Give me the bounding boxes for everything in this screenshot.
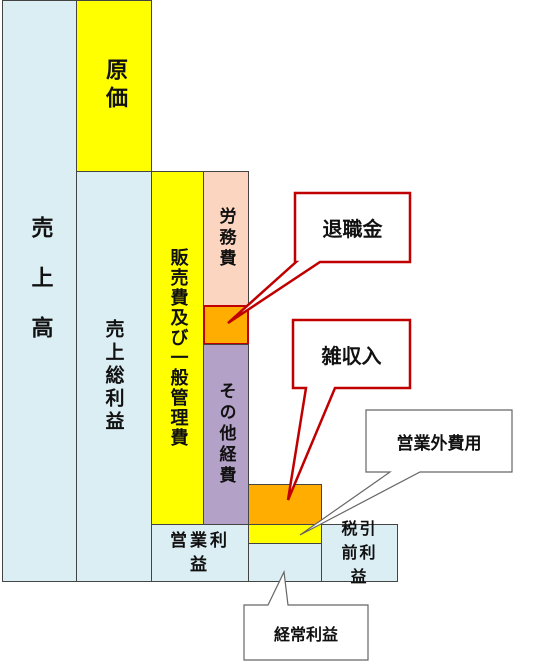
other-expenses-label: その他経費	[215, 382, 236, 487]
labor-label: 労務費	[215, 207, 236, 270]
other-expenses-block: その他経費	[203, 344, 249, 525]
nonop-expense-callout-label: 営業外費用	[396, 433, 482, 454]
retirement-callout-shape	[227, 191, 412, 325]
ordinary-profit-callout-label: 経常利益	[273, 624, 338, 644]
operating-profit-label: 営業利益	[170, 531, 230, 575]
nonop-expense-callout-shape	[299, 409, 513, 536]
pretax-profit-label: 税引前利益	[341, 519, 378, 586]
retirement-callout-label: 退職金	[322, 217, 383, 241]
sga-label: 販売費及び一般管理費	[167, 248, 189, 448]
misc-income-callout-shape	[286, 318, 412, 501]
operating-profit-block: 営業利益	[151, 524, 249, 582]
gross-profit-label: 売上総利益	[102, 319, 125, 434]
sales-label: 売上高	[27, 216, 53, 366]
pretax-profit-block: 税引前利益	[321, 519, 398, 586]
labor-block: 労務費	[203, 171, 249, 306]
sales-block: 売上高	[2, 0, 77, 582]
ordinary-profit-callout-shape	[243, 569, 369, 661]
misc-income-callout-label: 雑収入	[321, 343, 382, 368]
cost-label: 原価	[102, 58, 127, 114]
misc-income-block	[248, 484, 322, 525]
